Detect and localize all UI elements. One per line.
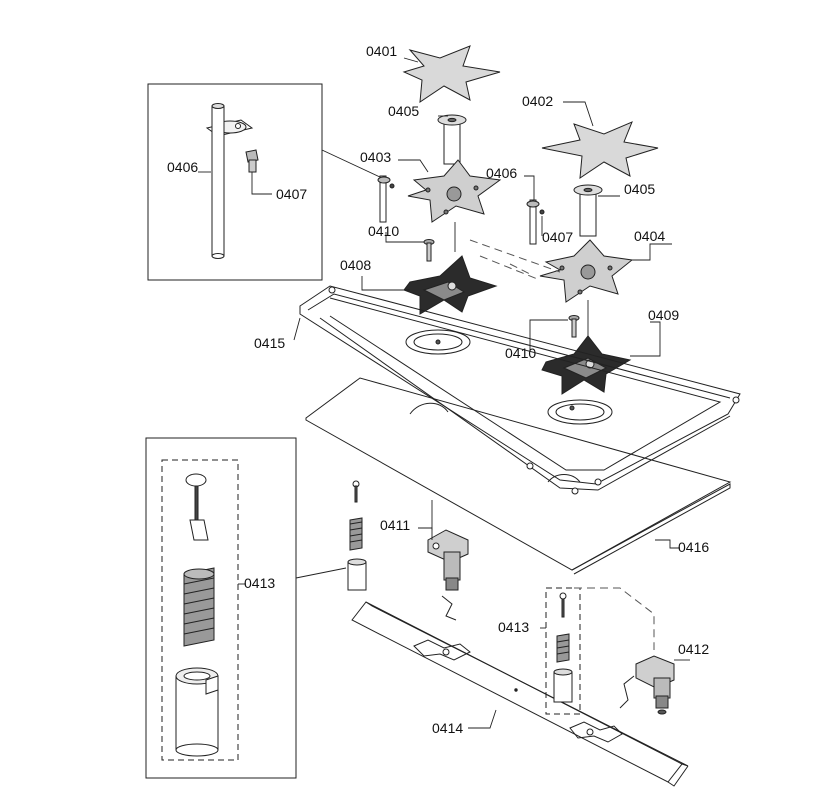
label-0415: 0415 xyxy=(254,335,285,351)
label-0407-right: 0407 xyxy=(542,229,573,245)
burner-body-0404: 0404 xyxy=(539,228,672,348)
label-0403: 0403 xyxy=(360,149,391,165)
label-0405-right: 0405 xyxy=(624,181,655,197)
spacer-0405-left: 0405 xyxy=(388,103,467,165)
label-0409: 0409 xyxy=(648,307,679,323)
pin-0406-left xyxy=(377,175,395,223)
gas-valve-0412: 0412 xyxy=(574,587,709,715)
thermocouple-set-right: 0413 xyxy=(498,587,581,715)
seal-gasket-0416: 0416 xyxy=(305,377,732,575)
label-0410-left: 0410 xyxy=(368,223,399,239)
inset-box-thermocouple-detail: 0413 xyxy=(145,437,347,779)
label-0401: 0401 xyxy=(366,43,397,59)
thermocouple-set-left xyxy=(347,480,367,591)
burner-cap-0401: 0401 xyxy=(366,43,501,103)
label-0404: 0404 xyxy=(634,228,665,244)
burner-body-0403: 0403 xyxy=(360,149,502,252)
screw-0407-detail xyxy=(245,149,259,173)
label-0413-right: 0413 xyxy=(498,619,529,635)
burner-cap-0402: 0402 xyxy=(522,93,659,179)
label-0402: 0402 xyxy=(522,93,553,109)
sleeve-detail xyxy=(175,667,219,757)
spacer-0405-right: 0405 xyxy=(573,181,655,237)
label-0416: 0416 xyxy=(678,539,709,555)
hob-top-plate-0415: 0415 xyxy=(254,239,741,495)
screw-0410-left: 0410 xyxy=(368,223,435,262)
pin-0406-detail xyxy=(205,103,254,259)
pin-0406-right: 0406 0407 xyxy=(486,165,573,245)
gas-valve-0411: 0411 xyxy=(380,500,469,621)
label-0413-inset: 0413 xyxy=(244,575,275,591)
label-0406-right: 0406 xyxy=(486,165,517,181)
label-0405-left: 0405 xyxy=(388,103,419,119)
label-0408: 0408 xyxy=(340,257,371,273)
label-0412: 0412 xyxy=(678,641,709,657)
label-0410-right: 0410 xyxy=(505,345,536,361)
screw-0410-right: 0410 xyxy=(505,315,580,361)
manifold-rail-0414: 0414 xyxy=(351,601,689,787)
label-0407-inset: 0407 xyxy=(276,186,307,202)
label-0411: 0411 xyxy=(380,517,410,533)
label-0414: 0414 xyxy=(432,720,463,736)
spring-detail xyxy=(183,567,215,647)
inset-box-pin-detail: 0406 0407 xyxy=(147,83,383,281)
label-0406-inset: 0406 xyxy=(167,159,198,175)
burner-base-0408: 0408 xyxy=(340,255,498,315)
